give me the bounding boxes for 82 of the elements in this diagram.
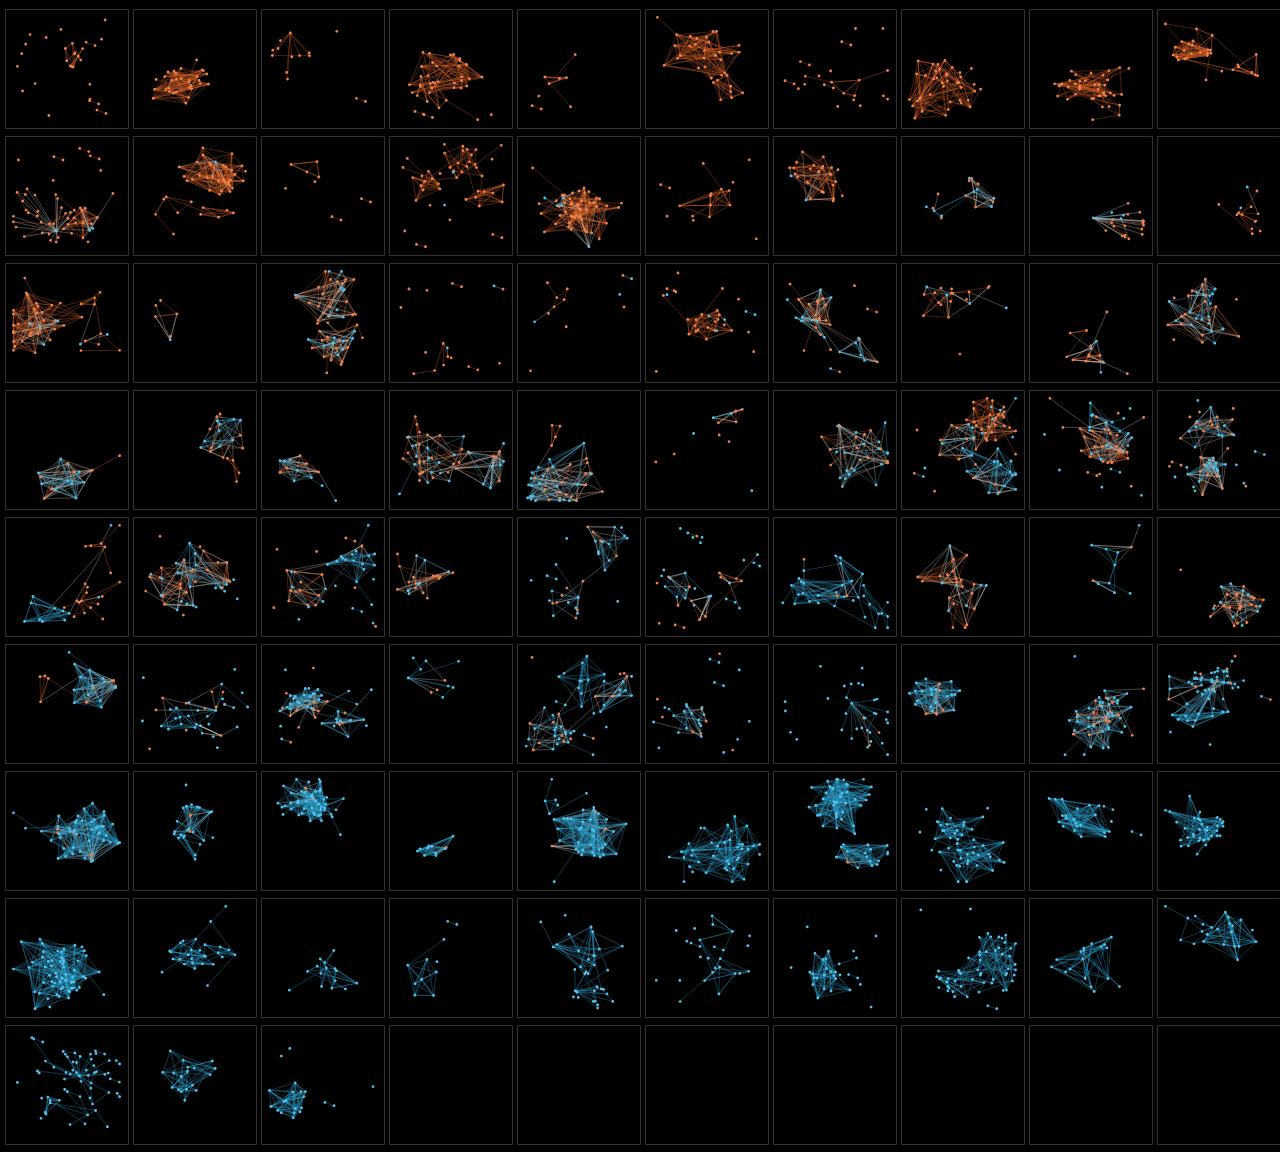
graph-panel <box>645 390 769 510</box>
empty-panel <box>517 1025 641 1145</box>
graph-panel <box>901 263 1025 383</box>
graph-panel <box>261 771 385 891</box>
empty-panel <box>773 1025 897 1145</box>
graph-panel <box>517 390 641 510</box>
graph-panel <box>5 517 129 637</box>
graph-panel <box>261 1025 385 1145</box>
graph-panel <box>517 898 641 1018</box>
graph-panel <box>773 771 897 891</box>
graph-panel <box>133 1025 257 1145</box>
graph-panel <box>517 771 641 891</box>
graph-panel <box>389 644 513 764</box>
graph-panel <box>389 771 513 891</box>
graph-panel <box>261 644 385 764</box>
empty-panel <box>389 1025 513 1145</box>
graph-panel <box>1029 517 1153 637</box>
graph-panel <box>773 644 897 764</box>
graph-panel <box>901 517 1025 637</box>
graph-panel <box>901 644 1025 764</box>
graph-panel <box>773 9 897 129</box>
graph-panel <box>773 390 897 510</box>
graph-panel <box>645 771 769 891</box>
graph-panel <box>133 9 257 129</box>
empty-panel <box>1029 1025 1153 1145</box>
empty-panel <box>901 1025 1025 1145</box>
graph-panel <box>1029 644 1153 764</box>
graph-panel <box>645 9 769 129</box>
empty-panel <box>1157 1025 1280 1145</box>
graph-panel <box>901 9 1025 129</box>
graph-panel <box>133 517 257 637</box>
graph-panel <box>1029 771 1153 891</box>
graph-panel <box>261 136 385 256</box>
graph-panel <box>5 644 129 764</box>
graph-panel <box>5 1025 129 1145</box>
graph-panel <box>1029 390 1153 510</box>
empty-panel <box>645 1025 769 1145</box>
graph-panel <box>389 263 513 383</box>
graph-panel <box>389 136 513 256</box>
graph-panel <box>5 136 129 256</box>
graph-panel <box>901 771 1025 891</box>
graph-panel <box>261 898 385 1018</box>
graph-panel <box>517 517 641 637</box>
graph-panel <box>1029 898 1153 1018</box>
graph-panel <box>5 263 129 383</box>
graph-panel <box>261 9 385 129</box>
graph-panel <box>389 898 513 1018</box>
graph-panel <box>645 136 769 256</box>
graph-panel <box>901 390 1025 510</box>
graph-panel <box>645 644 769 764</box>
graph-panel <box>261 263 385 383</box>
graph-panel <box>389 390 513 510</box>
graph-panel <box>1029 263 1153 383</box>
graph-panel <box>5 390 129 510</box>
graph-panel <box>133 390 257 510</box>
graph-panel <box>1029 9 1153 129</box>
graph-panel <box>261 517 385 637</box>
graph-panel <box>773 517 897 637</box>
graph-panel <box>5 771 129 891</box>
graph-panel <box>389 517 513 637</box>
graph-panel <box>773 263 897 383</box>
graph-panel <box>517 263 641 383</box>
graph-panel <box>645 517 769 637</box>
graph-panel <box>133 898 257 1018</box>
graph-panel <box>5 9 129 129</box>
graph-panel <box>133 644 257 764</box>
graph-panel <box>901 898 1025 1018</box>
graph-panel <box>389 9 513 129</box>
graph-panel <box>773 898 897 1018</box>
graph-panel <box>261 390 385 510</box>
graph-panel <box>645 263 769 383</box>
graph-panel <box>133 771 257 891</box>
graph-panel <box>133 136 257 256</box>
graph-panel <box>517 644 641 764</box>
graph-panel <box>645 898 769 1018</box>
graph-panel <box>517 9 641 129</box>
graph-panel <box>133 263 257 383</box>
graph-panel <box>901 136 1025 256</box>
graph-panel <box>517 136 641 256</box>
graph-panel <box>5 898 129 1018</box>
graph-panel <box>773 136 897 256</box>
graph-panel <box>1029 136 1153 256</box>
